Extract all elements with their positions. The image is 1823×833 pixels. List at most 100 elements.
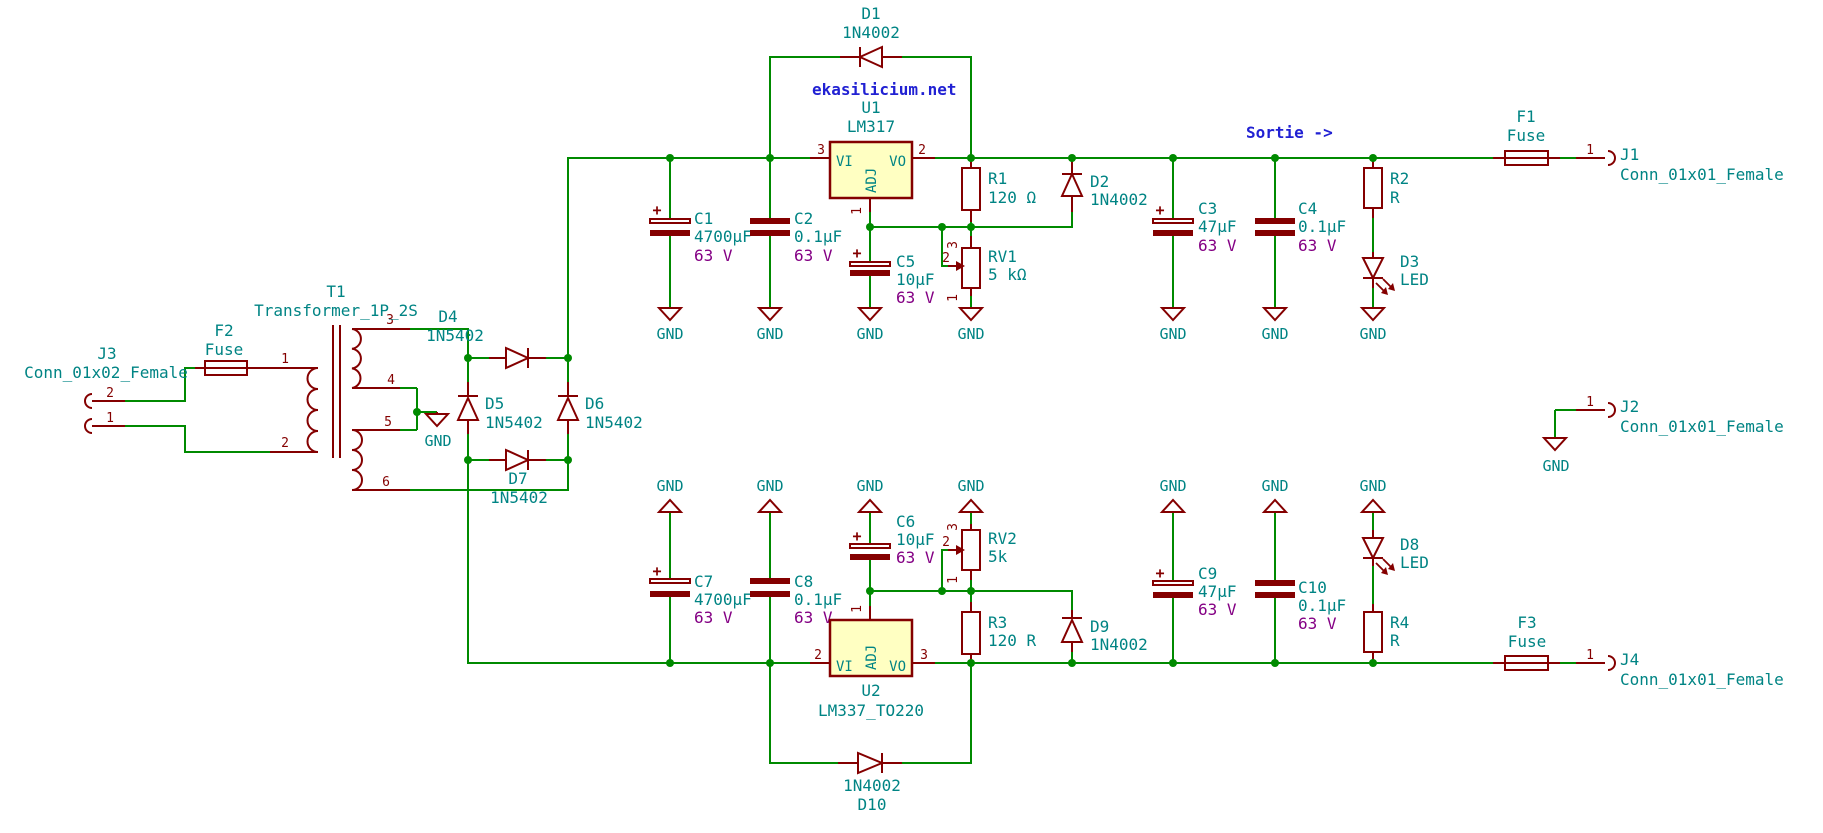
gnd-label: GND (1159, 325, 1186, 343)
c9-value-label: 47µF (1198, 582, 1237, 601)
j2-ref-label: J2 (1620, 397, 1639, 416)
j2-value-label: Conn_01x01_Female (1620, 417, 1784, 436)
component-j4[interactable]: 1 J4 Conn_01x01_Female (1586, 648, 1784, 689)
component-d1[interactable]: D1 1N4002 (842, 4, 900, 69)
c6-rating-label: 63 V (896, 548, 935, 567)
component-d3[interactable]: D3 LED (1361, 252, 1429, 295)
t1-pin-number-1: 1 (281, 352, 289, 367)
j4-ref-label: J4 (1620, 650, 1639, 669)
d1-value-label: 1N4002 (842, 23, 900, 42)
c5-rating-label: 63 V (896, 288, 935, 307)
u1-ref-label: U1 (861, 98, 880, 117)
f2-value-label: Fuse (205, 340, 244, 359)
component-c7[interactable]: + C7 4700µF 63 V (649, 562, 752, 627)
component-d5[interactable]: D5 1N5402 (456, 394, 543, 432)
gnd-label: GND (656, 477, 683, 495)
component-u1[interactable]: VI VO ADJ 3 2 1 U1 LM317 (817, 98, 926, 215)
component-c10[interactable]: C10 0.1µF 63 V (1255, 578, 1346, 633)
j4-value-label: Conn_01x01_Female (1620, 670, 1784, 689)
c3-rating-label: 63 V (1198, 236, 1237, 255)
component-c8[interactable]: C8 0.1µF 63 V (750, 572, 842, 627)
component-r4[interactable]: R4 R (1363, 611, 1409, 653)
d3-value-label: LED (1400, 270, 1429, 289)
j3-value-label: Conn_01x02_Female (24, 363, 188, 382)
c9-rating-label: 63 V (1198, 600, 1237, 619)
component-d8[interactable]: D8 LED (1361, 535, 1429, 575)
component-j1[interactable]: 1 J1 Conn_01x01_Female (1586, 143, 1784, 184)
component-r2[interactable]: R2 R (1363, 167, 1409, 209)
component-f3[interactable]: F3 Fuse (1504, 613, 1549, 671)
d10-ref-label: D10 (858, 795, 887, 814)
r1-ref-label: R1 (988, 169, 1007, 188)
u1-pin-number-vi: 3 (817, 143, 825, 158)
d6-ref-label: D6 (585, 394, 604, 413)
gnd-label: GND (1159, 477, 1186, 495)
gnd-label: GND (856, 325, 883, 343)
u1-pin-vo: VO (889, 154, 906, 170)
j1-value-label: Conn_01x01_Female (1620, 165, 1784, 184)
component-c5[interactable]: + C5 10µF 63 V (849, 244, 935, 307)
u1-pin-vi: VI (836, 154, 853, 170)
component-d10[interactable]: 1N4002 D10 (843, 751, 901, 814)
u1-pin-number-vo: 2 (918, 143, 926, 158)
component-c2[interactable]: C2 0.1µF 63 V (750, 209, 842, 265)
gnd-label: GND (756, 477, 783, 495)
component-rv1[interactable]: 3 2 1 RV1 5 kΩ (942, 241, 1027, 302)
component-f1[interactable]: F1 Fuse (1504, 107, 1549, 166)
u2-ref-label: U2 (861, 681, 880, 700)
rv1-pin-number-2: 2 (942, 251, 950, 266)
c2-value-label: 0.1µF (794, 227, 842, 246)
d8-value-label: LED (1400, 553, 1429, 572)
c9-ref-label: C9 (1198, 564, 1217, 583)
d9-value-label: 1N4002 (1090, 635, 1148, 654)
rv2-pin-number-3: 3 (946, 523, 961, 531)
component-c9[interactable]: + C9 47µF 63 V (1152, 564, 1237, 619)
component-r1[interactable]: R1 120 Ω (961, 167, 1037, 211)
d4-ref-label: D4 (438, 307, 457, 326)
component-r3[interactable]: R3 120 R (961, 611, 1037, 655)
c2-rating-label: 63 V (794, 246, 833, 265)
c6-value-label: 10µF (896, 530, 935, 549)
r4-value-label: R (1390, 631, 1400, 650)
c7-ref-label: C7 (694, 572, 713, 591)
f3-value-label: Fuse (1508, 632, 1547, 651)
gnd-symbols[interactable]: GND GND GND GND GND GND GND GND GND GND … (423, 307, 1570, 513)
c6-plus-sign: + (852, 527, 861, 545)
u2-value-label: LM337_TO220 (818, 701, 924, 720)
gnd-label: GND (957, 325, 984, 343)
component-rv2[interactable]: 3 2 1 RV2 5k (942, 523, 1017, 584)
u1-value-label: LM317 (847, 117, 895, 136)
component-c3[interactable]: + C3 47µF 63 V (1152, 199, 1237, 255)
c4-ref-label: C4 (1298, 199, 1317, 218)
component-j3[interactable]: 2 1 J3 Conn_01x02_Female (24, 344, 188, 434)
u1-pin-number-adj: 1 (850, 207, 865, 215)
d8-ref-label: D8 (1400, 535, 1419, 554)
c2-ref-label: C2 (794, 209, 813, 228)
r3-ref-label: R3 (988, 613, 1007, 632)
u2-pin-vi: VI (836, 659, 853, 675)
j1-ref-label: J1 (1620, 145, 1639, 164)
component-d2[interactable]: D2 1N4002 (1060, 171, 1148, 209)
component-d4[interactable]: D4 1N5402 (426, 307, 531, 370)
component-c4[interactable]: C4 0.1µF 63 V (1255, 199, 1346, 255)
r2-value-label: R (1390, 188, 1400, 207)
j4-pin-number: 1 (1586, 648, 1594, 663)
component-f2[interactable]: F2 Fuse (204, 321, 248, 376)
component-d7[interactable]: D7 1N5402 (490, 448, 548, 507)
r1-value-label: 120 Ω (988, 188, 1037, 207)
component-d6[interactable]: D6 1N5402 (556, 394, 643, 432)
component-t1[interactable]: 1 2 3 4 5 6 T1 Transformer_1P_2S (254, 282, 418, 491)
gnd-label: GND (1261, 325, 1288, 343)
c4-rating-label: 63 V (1298, 236, 1337, 255)
component-d9[interactable]: D9 1N4002 (1060, 617, 1148, 654)
rv2-value-label: 5k (988, 547, 1008, 566)
component-j2[interactable]: 1 J2 Conn_01x01_Female (1586, 395, 1784, 436)
component-c6[interactable]: + C6 10µF 63 V (849, 512, 935, 567)
component-c1[interactable]: + C1 4700µF 63 V (649, 201, 752, 265)
gnd-label: GND (1359, 325, 1386, 343)
component-u2[interactable]: VI VO ADJ 2 3 1 U2 LM337_TO220 (814, 605, 928, 720)
u2-pin-number-vi: 2 (814, 648, 822, 663)
f1-ref-label: F1 (1516, 107, 1535, 126)
c8-ref-label: C8 (794, 572, 813, 591)
